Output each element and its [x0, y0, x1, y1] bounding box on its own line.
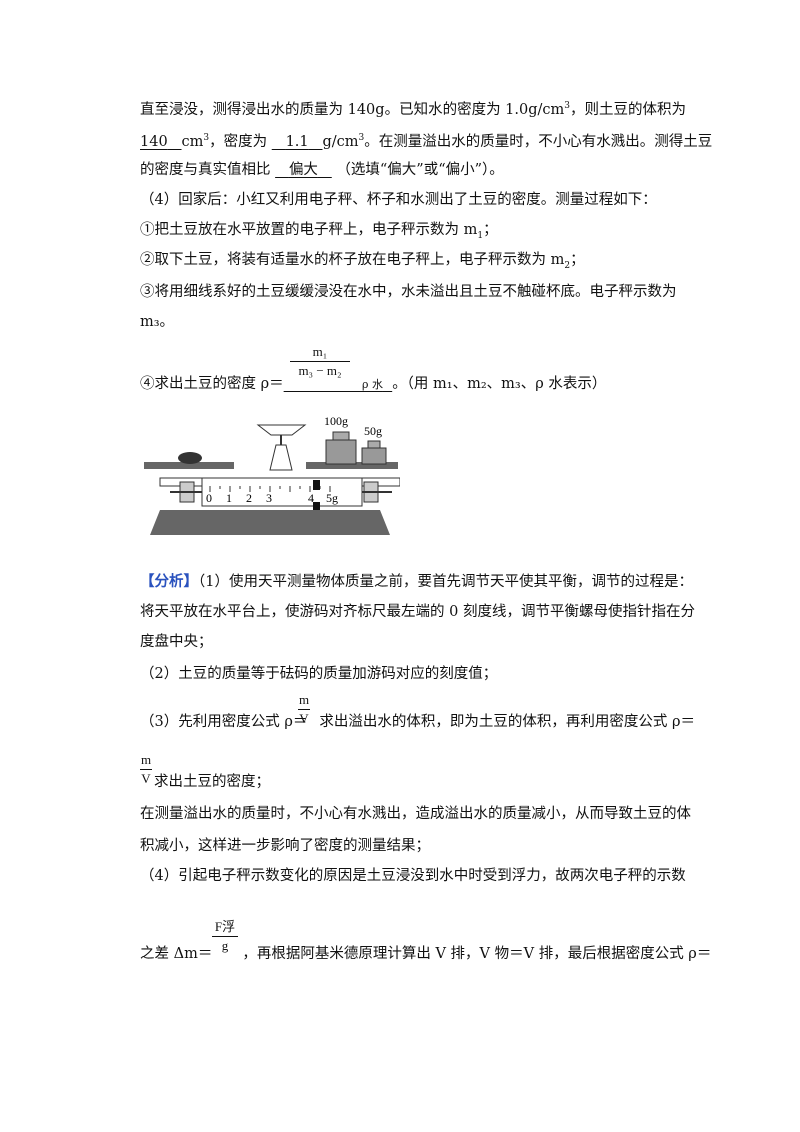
step-4-intro: （4）回家后：小红又利用电子秤、杯子和水测出了土豆的密度。测量过程如下： — [140, 192, 657, 208]
fraction-f-over-g: F浮 g — [212, 916, 238, 954]
weight-50g — [361, 447, 387, 465]
analysis-line-5: （3）先利用密度公式 ρ＝求出溢出水的体积，即为土豆的体积，再利用密度公式 ρ＝ — [140, 714, 695, 730]
step-1: ①把土豆放在水平放置的电子秤上，电子秤示数为 m1； — [140, 222, 498, 241]
step-3: ③将用细线系好的土豆缓缓浸没在水中，水未溢出且土豆不触碰杯底。电子秤示数为 — [140, 284, 677, 300]
analysis-line-8: 积减小，这样进一步影响了密度的测量结果； — [140, 838, 430, 854]
pointer-dial — [256, 424, 307, 436]
rider — [313, 480, 320, 490]
scale-label-3: 3 — [266, 491, 272, 505]
analysis-line-3: 度盘中央； — [140, 634, 213, 650]
text-line-1: 直至浸没，测得浸出水的质量为 140g。已知水的密度为 1.0g/cm3，则土豆… — [140, 101, 687, 118]
weight-50-label: 50g — [364, 424, 382, 438]
balance-base — [150, 510, 390, 535]
density-fraction: m₁ m₃ − m₂ — [290, 344, 350, 379]
analysis-line-9: （4）引起电子秤示数变化的原因是土豆浸没到水中时受到浮力，故两次电子秤的示数 — [140, 868, 686, 884]
scale-label-0: 0 — [206, 491, 212, 505]
right-pan — [306, 462, 398, 469]
analysis-line-7: 在测量溢出水的质量时，不小心有水溅出，造成溢出水的质量减小，从而导致土豆的体 — [140, 806, 691, 822]
scale-label-5: 5g — [326, 491, 338, 505]
weight-100-label: 100g — [324, 414, 348, 428]
fraction-m-over-v-2: m V — [140, 752, 152, 786]
beam-scale — [201, 477, 363, 507]
analysis-line-6: 求出土豆的密度； — [154, 774, 270, 790]
analysis-line-1: 【分析】（1）使用天平测量物体质量之前，要首先调节天平使其平衡，调节的过程是： — [140, 573, 693, 590]
scale-label-2: 2 — [246, 491, 252, 505]
potato-icon — [178, 452, 202, 464]
balance-figure: 100g 50g 0 1 2 3 4 5g — [144, 414, 400, 535]
weight-100g — [325, 439, 357, 465]
analysis-line-4: （2）土豆的质量等于砝码的质量加游码对应的刻度值； — [140, 666, 498, 682]
fraction-m-over-v-1: m V — [298, 692, 310, 726]
scale-ticks — [209, 486, 331, 492]
step-4-formula: ④求出土豆的密度 ρ＝ ρ 水 。（用 m₁、m₂、m₃、ρ 水表示） — [140, 376, 607, 392]
scale-label-1: 1 — [226, 491, 232, 505]
text-line-3: 的密度与真实值相比 偏大 （选填“偏大”或“偏小”）。 — [140, 162, 504, 178]
step-2: ②取下土豆，将装有适量水的杯子放在电子秤上，电子秤示数为 m2； — [140, 252, 585, 271]
analysis-line-2: 将天平放在水平台上，使游码对齐标尺最左端的 0 刻度线，调节平衡螺母使指针指在分 — [140, 604, 695, 620]
scale-label-4: 4 — [308, 491, 314, 505]
step-3-cont: m₃。 — [140, 314, 175, 330]
left-pan — [144, 462, 234, 469]
text-line-2: 140 cm3，密度为 1.1 g/cm3。在测量溢出水的质量时，不小心有水溅出… — [140, 133, 713, 150]
analysis-line-10: 之差 Δm＝，再根据阿基米德原理计算出 V 排，V 物＝V 排，最后根据密度公式… — [140, 946, 712, 962]
